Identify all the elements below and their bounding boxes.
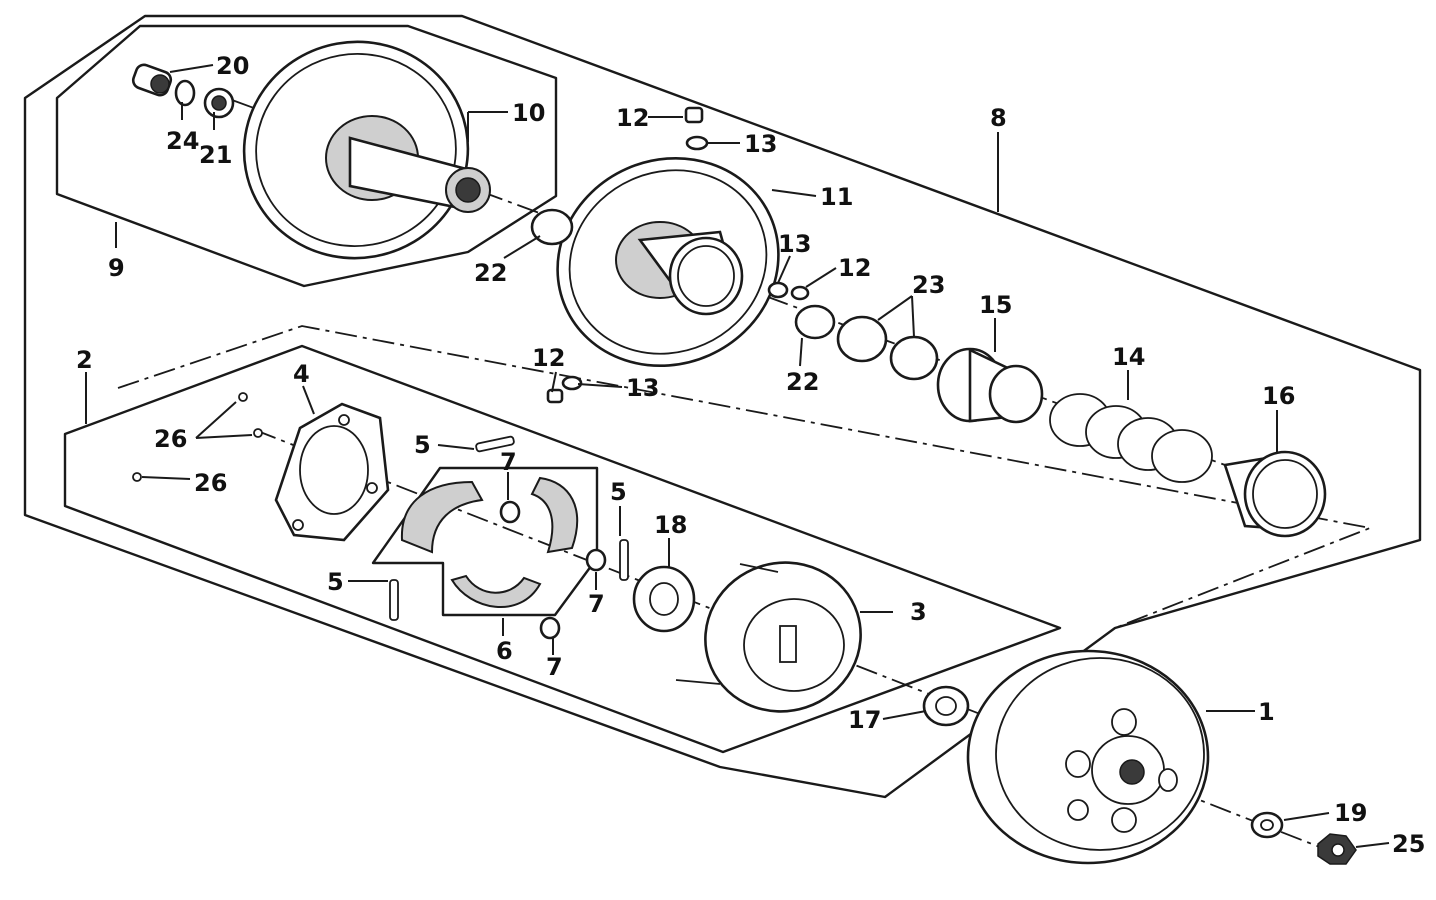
bearing-21 xyxy=(203,87,235,119)
clutch-shoe-lower xyxy=(450,574,542,608)
collar-15 xyxy=(936,347,1044,424)
callout-19: 19 xyxy=(1334,799,1367,827)
slider-12-13-lower xyxy=(546,375,583,404)
ring-26b xyxy=(253,428,263,438)
callout-24: 24 xyxy=(166,127,199,155)
part-20 xyxy=(131,63,173,97)
clutch-shoe-upper-left xyxy=(400,480,484,554)
roller-7a xyxy=(499,500,521,524)
callout-7-upper: 7 xyxy=(500,448,517,476)
spring-14 xyxy=(1049,393,1213,483)
roller-7b xyxy=(585,548,607,572)
callout-13-mid: 13 xyxy=(778,230,811,258)
o-ring-23a xyxy=(836,315,888,363)
callout-12-mid: 12 xyxy=(838,254,871,282)
o-ring-23b xyxy=(889,335,939,381)
leader-lines xyxy=(85,64,1390,848)
drive-face-10 xyxy=(242,40,491,260)
spring-5b xyxy=(619,539,629,581)
callout-9: 9 xyxy=(108,254,125,282)
callout-18: 18 xyxy=(654,511,687,539)
callout-23: 23 xyxy=(912,271,945,299)
callout-7-right: 7 xyxy=(588,590,605,618)
callout-21: 21 xyxy=(199,141,232,169)
axis-group-2-top xyxy=(117,325,1374,629)
shoe-group-6-outline xyxy=(371,466,599,617)
callout-2: 2 xyxy=(76,346,93,374)
callout-12-lower: 12 xyxy=(532,344,565,372)
slider-13-mid xyxy=(767,281,789,299)
slider-12-mid xyxy=(790,285,810,301)
callout-1: 1 xyxy=(1258,698,1275,726)
callout-25: 25 xyxy=(1392,830,1425,858)
callout-6: 6 xyxy=(496,637,513,665)
callout-16: 16 xyxy=(1262,382,1295,410)
washer-19 xyxy=(1250,811,1284,839)
callout-4: 4 xyxy=(293,360,310,388)
assembly-2-outline xyxy=(63,344,1062,754)
ring-26c xyxy=(132,472,142,482)
slider-12-top xyxy=(684,106,704,124)
cup-16 xyxy=(1223,450,1327,538)
nut-17 xyxy=(922,685,970,727)
o-ring-22-lower xyxy=(794,304,836,340)
callout-11: 11 xyxy=(820,183,853,211)
plate-4 xyxy=(274,402,390,542)
callout-3: 3 xyxy=(910,598,927,626)
callout-22-lower: 22 xyxy=(786,368,819,396)
callout-5-right: 5 xyxy=(610,478,627,506)
clutch-shoe-upper-right xyxy=(530,476,579,554)
assembly-9-outline xyxy=(55,24,558,288)
slider-13-top xyxy=(685,135,709,151)
callout-8: 8 xyxy=(990,104,1007,132)
callout-5-left: 5 xyxy=(327,568,344,596)
clutch-bell-1 xyxy=(966,649,1210,865)
callout-26-upper: 26 xyxy=(154,425,187,453)
callout-15: 15 xyxy=(979,291,1012,319)
o-ring-22-upper xyxy=(530,208,574,246)
callout-10: 10 xyxy=(512,99,545,127)
callout-12-top: 12 xyxy=(616,104,649,132)
callout-13-top: 13 xyxy=(744,130,777,158)
callout-7-lower: 7 xyxy=(546,653,563,681)
washer-18 xyxy=(632,565,696,633)
callout-5-top: 5 xyxy=(414,431,431,459)
callout-17: 17 xyxy=(848,706,881,734)
roller-7c xyxy=(539,616,561,640)
nut-25 xyxy=(1317,833,1357,865)
movable-face-11 xyxy=(556,156,780,368)
clutch-plate-3 xyxy=(675,561,862,713)
callout-14: 14 xyxy=(1112,343,1145,371)
spring-5c xyxy=(389,579,399,621)
callout-20: 20 xyxy=(216,52,249,80)
callout-13-lower: 13 xyxy=(626,374,659,402)
circlip-24 xyxy=(174,79,196,107)
callout-22-upper: 22 xyxy=(474,259,507,287)
ring-26a xyxy=(238,392,248,402)
spring-5a xyxy=(475,435,515,453)
callout-26-lower: 26 xyxy=(194,469,227,497)
